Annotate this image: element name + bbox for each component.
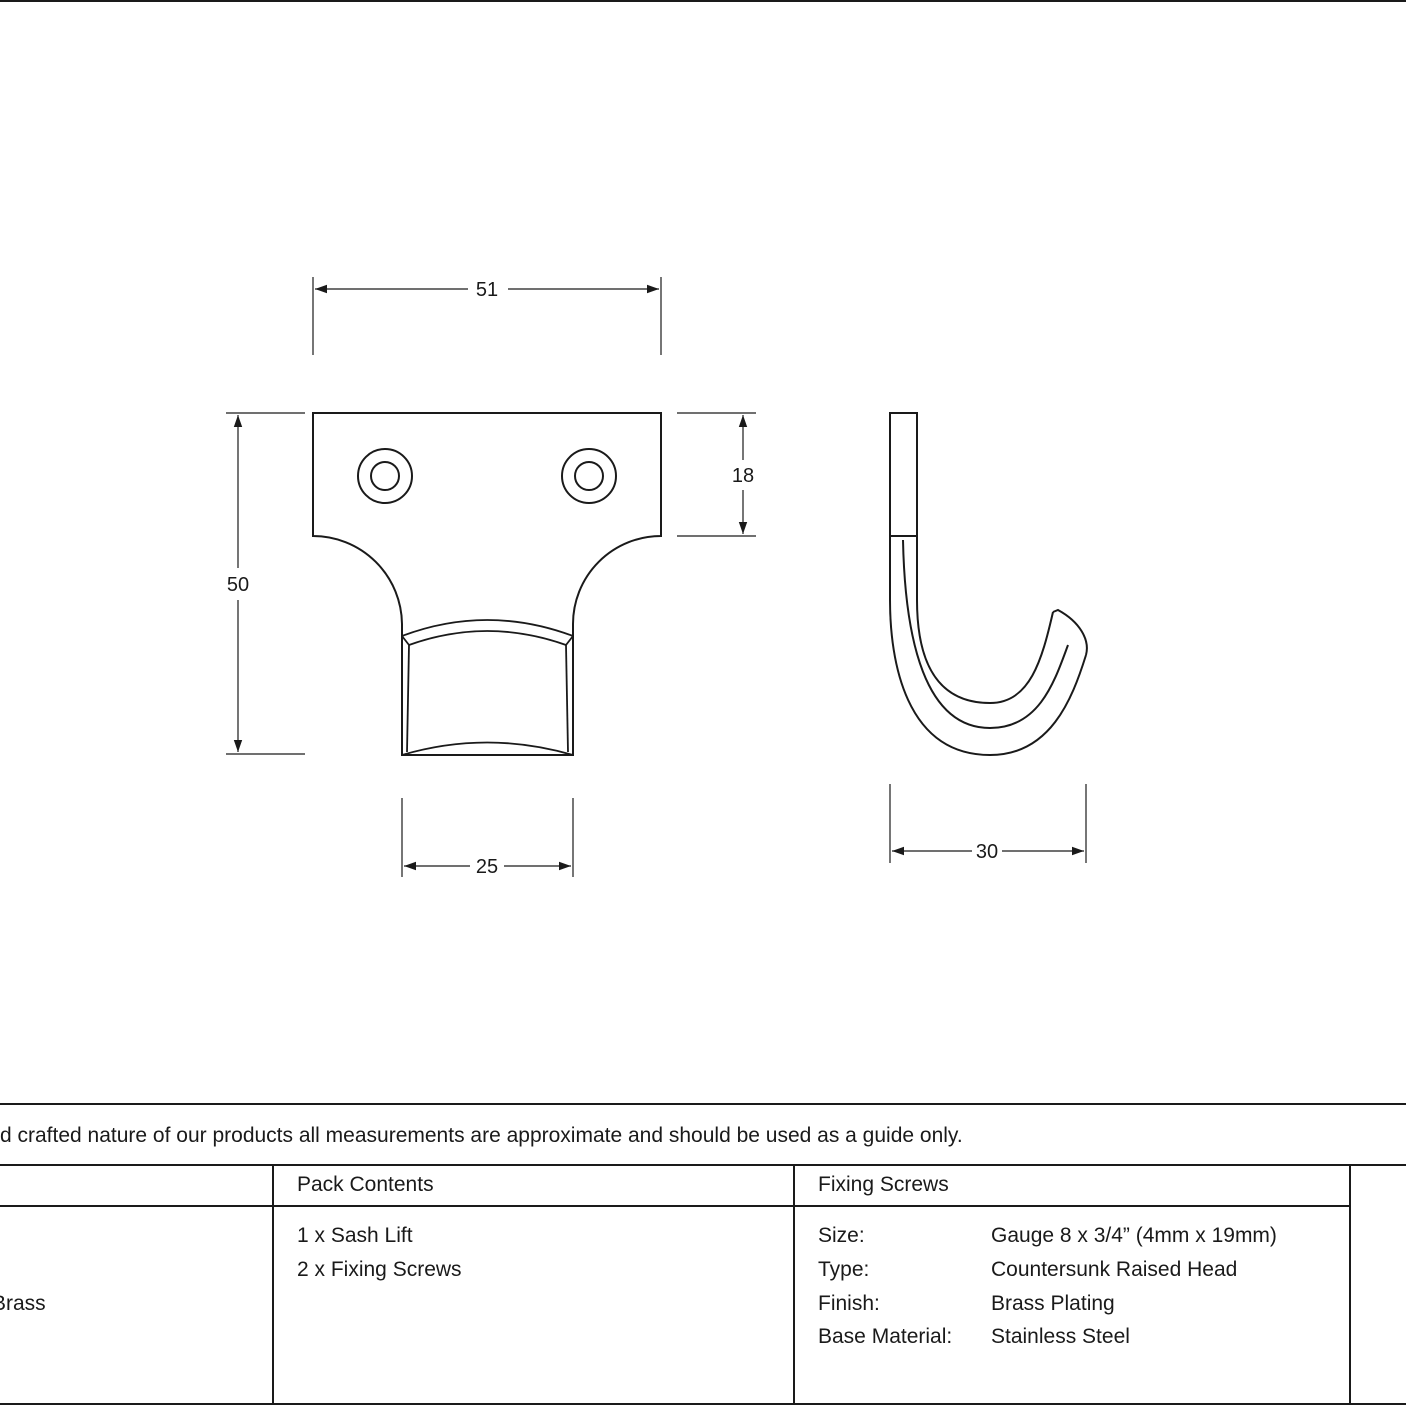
- dim-height-plate: 18: [732, 465, 754, 487]
- screw-hole-left-outer: [357, 448, 413, 504]
- table-left-fragment: Brass: [0, 1292, 46, 1315]
- hook-outer: [889, 536, 1087, 757]
- screw-spec-label: Base Material:: [818, 1325, 953, 1348]
- screw-hole-right-inner: [574, 461, 604, 491]
- fixing-screws-header: Fixing Screws: [818, 1173, 949, 1196]
- hook-tip: [1052, 608, 1088, 656]
- hook-inner: [916, 536, 1054, 705]
- dimension-lines: [226, 277, 1087, 877]
- front-view: [312, 412, 662, 756]
- dim-width-bottom: 25: [476, 856, 498, 878]
- pack-contents-header: Pack Contents: [297, 1173, 434, 1196]
- screw-spec-value: Countersunk Raised Head: [991, 1258, 1238, 1281]
- finger-lip: [401, 619, 574, 756]
- screw-spec-value: Gauge 8 x 3/4” (4mm x 19mm): [991, 1224, 1277, 1247]
- pack-item: 2 x Fixing Screws: [297, 1258, 462, 1281]
- screw-hole-left-inner: [370, 461, 400, 491]
- side-plate: [889, 412, 918, 537]
- dim-width-top: 51: [476, 279, 498, 301]
- screw-hole-right-outer: [561, 448, 617, 504]
- screw-spec-label: Size:: [818, 1224, 865, 1247]
- front-outline: [312, 412, 662, 756]
- dim-height-total: 50: [227, 574, 249, 596]
- screw-spec-value: Brass Plating: [991, 1292, 1115, 1315]
- screw-spec-label: Type:: [818, 1258, 870, 1281]
- screw-spec-label: Finish:: [818, 1292, 880, 1315]
- disclaimer-text: d crafted nature of our products all mea…: [0, 1124, 963, 1147]
- dim-depth: 30: [976, 841, 998, 863]
- side-view: [889, 412, 1088, 757]
- spec-table-grid: [0, 1103, 1406, 1405]
- screw-spec-value: Stainless Steel: [991, 1325, 1130, 1348]
- pack-item: 1 x Sash Lift: [297, 1224, 413, 1247]
- hook-middle: [902, 539, 1069, 730]
